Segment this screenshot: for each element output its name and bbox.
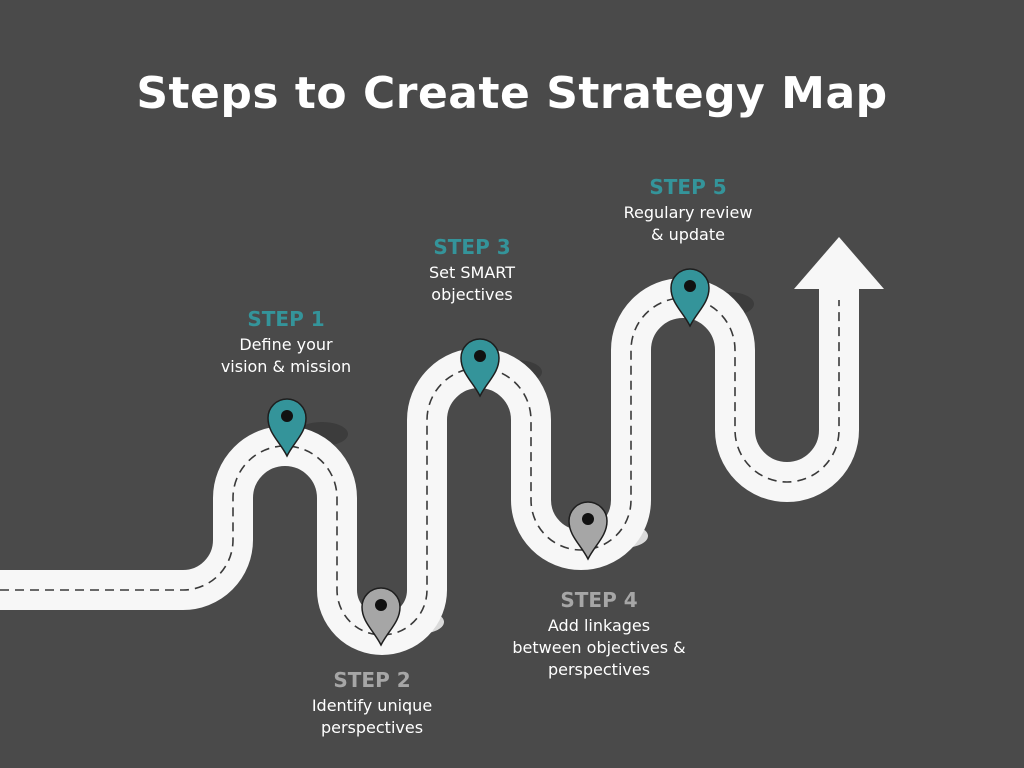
road-center-line (0, 297, 840, 636)
page-title: Steps to Create Strategy Map (136, 68, 888, 119)
step-2: STEP 2 Identify unique perspectives (262, 668, 482, 739)
map-pin-icon (568, 501, 608, 561)
step-1-description: Define your vision & mission (220, 335, 352, 376)
step-3-label: STEP 3 (433, 235, 511, 259)
step-1-label: STEP 1 (247, 307, 325, 331)
winding-road (0, 272, 859, 655)
step-4-description: Add linkages between objectives & perspe… (512, 616, 686, 679)
step-2-description: Identify unique perspectives (311, 696, 433, 737)
step-4-label: STEP 4 (560, 588, 638, 612)
step-3-description: Set SMART objectives (429, 263, 515, 304)
map-pin-icon (361, 587, 401, 647)
step-4: STEP 4 Add linkages between objectives &… (474, 588, 724, 681)
step-1: STEP 1 Define your vision & mission (176, 307, 396, 378)
step-2-label: STEP 2 (333, 668, 411, 692)
arrow-up-icon (794, 237, 884, 289)
step-5: STEP 5 Regulary review & update (578, 175, 798, 246)
map-pin-icon (670, 268, 710, 328)
step-3: STEP 3 Set SMART objectives (362, 235, 582, 306)
map-pin-icon (267, 398, 307, 458)
map-pin-icon (460, 338, 500, 398)
step-5-description: Regulary review & update (623, 203, 753, 244)
step-5-label: STEP 5 (649, 175, 727, 199)
